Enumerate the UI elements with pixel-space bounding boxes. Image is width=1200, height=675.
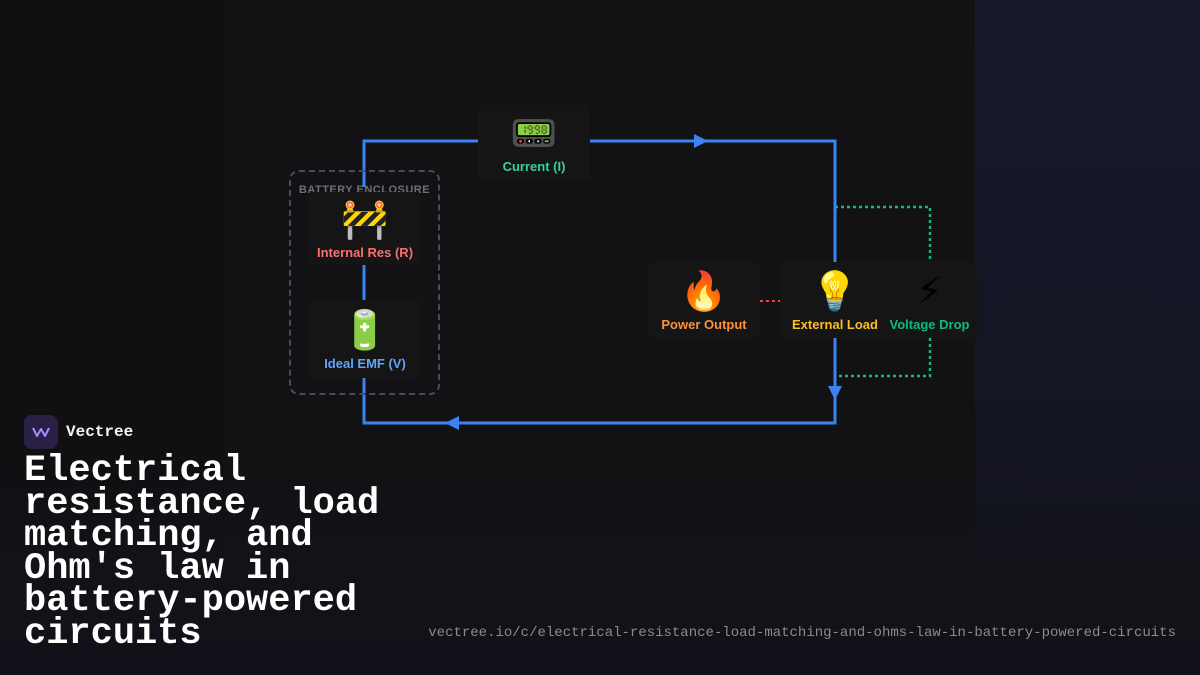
node-ideal-emf[interactable]: 🔋 Ideal EMF (V) <box>309 300 421 378</box>
arrow-right-down <box>828 386 842 400</box>
node-power-output-label: Power Output <box>661 316 747 332</box>
node-current[interactable]: 📟 Current (I) <box>478 105 590 180</box>
node-internal-res[interactable]: 🚧 Internal Res (R) <box>309 192 421 265</box>
node-voltage-drop-label: Voltage Drop <box>889 316 970 332</box>
barrier-icon: 🚧 <box>341 197 389 241</box>
brand[interactable]: Vectree <box>24 415 133 449</box>
background-bottom-fade <box>0 440 1200 675</box>
lightbulb-icon: 💡 <box>811 268 859 313</box>
ammeter-icon: 📟 <box>510 111 558 155</box>
battery-icon: 🔋 <box>341 307 389 352</box>
node-ideal-emf-label: Ideal EMF (V) <box>324 355 406 371</box>
page-url[interactable]: vectree.io/c/electrical-resistance-load-… <box>428 625 1176 641</box>
node-current-label: Current (I) <box>502 159 566 174</box>
lightning-icon: ⚡ <box>916 268 943 313</box>
wire-bottom <box>362 338 837 425</box>
arrow-top <box>694 134 708 148</box>
arrow-bottom-left <box>445 416 459 430</box>
wire-top-right <box>590 139 837 265</box>
page-title: Electrical resistance, load matching, an… <box>24 450 380 655</box>
node-external-load[interactable]: 💡 External Load <box>780 262 890 338</box>
node-internal-res-label: Internal Res (R) <box>316 245 414 260</box>
node-power-output[interactable]: 🔥 Power Output <box>648 262 760 338</box>
node-voltage-drop[interactable]: ⚡ Voltage Drop <box>882 262 977 338</box>
wave-logo-icon <box>24 415 58 449</box>
node-external-load-label: External Load <box>792 316 878 332</box>
voltage-link-bottom <box>835 338 932 378</box>
brand-name: Vectree <box>66 423 134 441</box>
fire-icon: 🔥 <box>680 268 728 313</box>
voltage-link-top <box>835 205 932 262</box>
